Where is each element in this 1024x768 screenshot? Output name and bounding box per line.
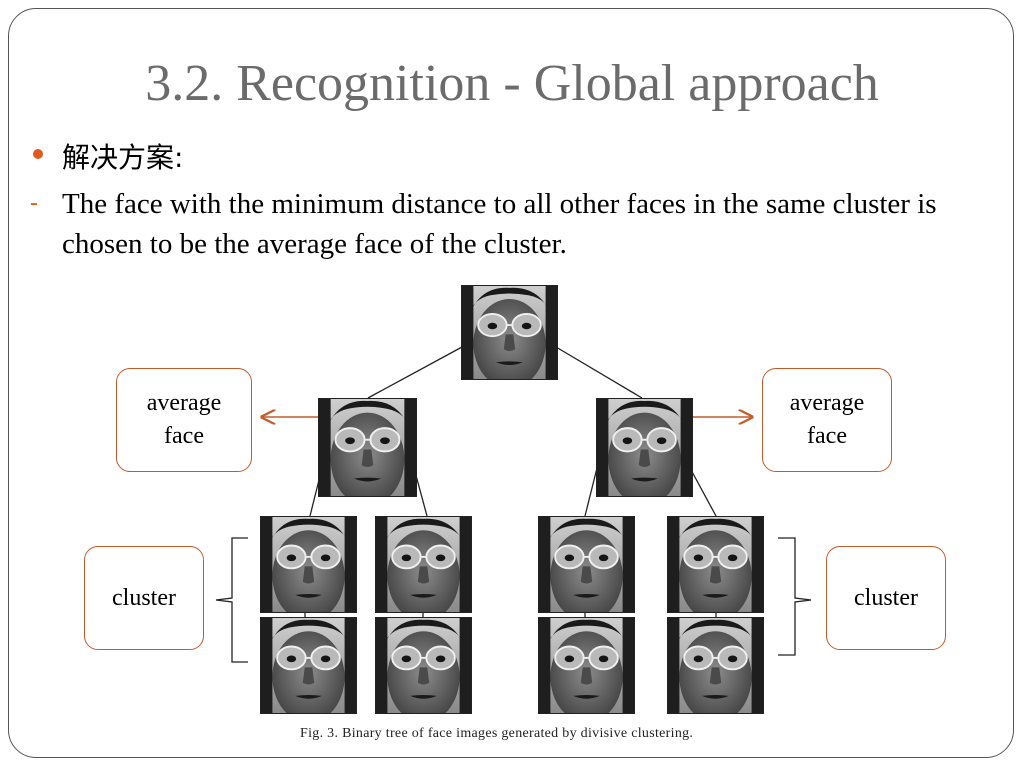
callout-left-cluster: cluster [84, 546, 204, 650]
callout-left-average-face: average face [116, 368, 252, 472]
callout-text: face [164, 423, 204, 449]
dash-marker: - [30, 190, 38, 216]
callout-right-cluster: cluster [826, 546, 946, 650]
body-text: The face with the minimum distance to al… [62, 188, 937, 260]
tree-edge [584, 467, 598, 517]
cluster-face-image [375, 516, 472, 613]
right-average-face-image [596, 398, 693, 497]
cluster-face-image [260, 617, 357, 714]
slide-title: 3.2. Recognition - Global approach [145, 55, 879, 112]
bullet-label: 解决方案: [62, 141, 184, 174]
tree-edge [555, 346, 643, 399]
callout-right-average-face: average face [762, 368, 892, 472]
bullet-dot-icon [33, 149, 43, 159]
callout-text: cluster [112, 584, 176, 611]
cluster-face-image [667, 617, 764, 714]
figure-caption: Fig. 3. Binary tree of face images gener… [300, 726, 694, 741]
left-bracket [215, 537, 248, 663]
callout-text: cluster [854, 584, 918, 611]
cluster-face-image [375, 617, 472, 714]
cluster-face-image [260, 516, 357, 613]
cluster-face-image [667, 516, 764, 613]
callout-text: face [807, 423, 847, 449]
tree-edge [367, 346, 463, 399]
tree-edge [689, 467, 717, 517]
callout-text: average [146, 390, 222, 416]
right-bracket [778, 537, 812, 656]
root-face-image [461, 285, 558, 380]
callout-text: average [789, 390, 865, 416]
left-average-face-image [318, 398, 417, 497]
cluster-face-image [538, 516, 635, 613]
cluster-face-image [538, 617, 635, 714]
